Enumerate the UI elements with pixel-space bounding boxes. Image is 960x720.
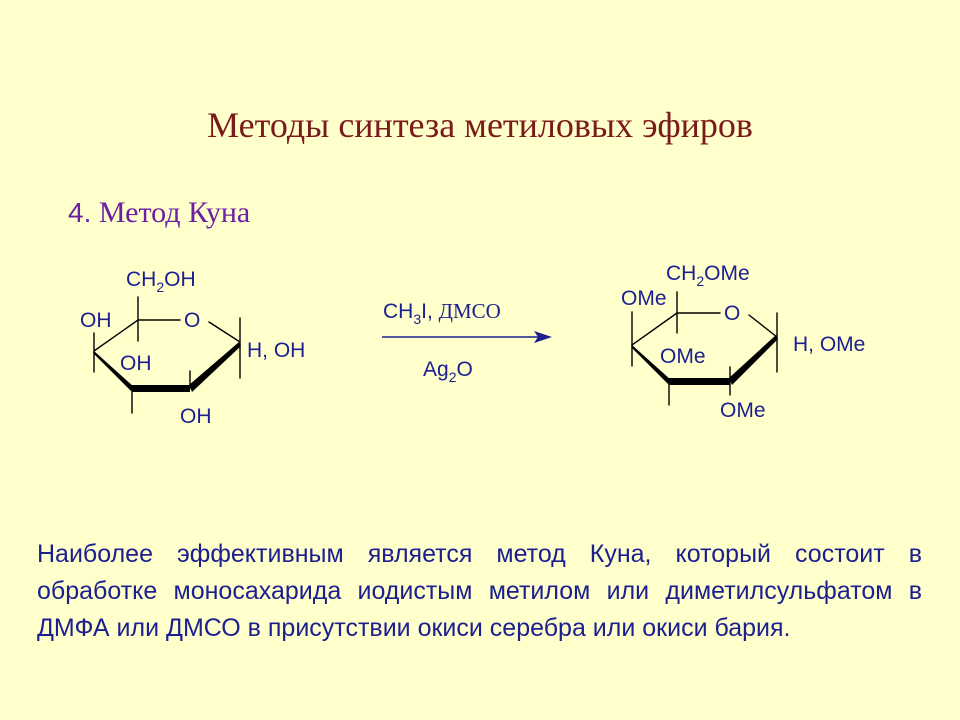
- reaction-arrow: [382, 331, 552, 343]
- reactant-ring-oxygen: O: [184, 309, 200, 332]
- reactant-structure: [93, 296, 241, 414]
- bond-c5-c4: [93, 319, 139, 352]
- method-name: Метод Куна: [98, 196, 251, 229]
- description-paragraph: Наиболее эффективным является метод Куна…: [37, 540, 922, 642]
- reaction-scheme: CH2OH O OH OH OH H, OH CH3I, ДМСО Ag2O C…: [80, 262, 865, 428]
- bond-c2-c1-wedge: [189, 342, 241, 392]
- product-anomeric: H, OMe: [793, 333, 865, 356]
- reactant-anomeric: H, OH: [247, 339, 305, 362]
- product-labels: CH2OMe O OMe OMe OMe H, OMe: [621, 262, 865, 422]
- slide-title: Методы синтеза метиловых эфиров: [207, 105, 753, 145]
- reactant-oh-c2: OH: [180, 405, 212, 428]
- product-structure: [631, 291, 778, 406]
- bond-o-c1: [208, 321, 241, 343]
- reactant-oh-c4: OH: [80, 309, 112, 332]
- bond-c5-c4: [631, 312, 678, 346]
- product-ch2ome-label: CH2OMe: [666, 262, 750, 289]
- bond-c2-c1-wedge: [729, 335, 778, 385]
- method-heading: 4. Метод Куна: [68, 196, 250, 230]
- reagent-bottom: Ag2O: [423, 358, 473, 385]
- bond-o-c1: [748, 314, 778, 338]
- product-ring-oxygen: O: [724, 302, 740, 325]
- reactant-labels: CH2OH O OH OH OH H, OH: [80, 268, 305, 428]
- reactant-ch2oh-label: CH2OH: [126, 268, 196, 295]
- bond-c3-c2-bold: [132, 385, 190, 392]
- reactant-oh-c3: OH: [120, 352, 152, 375]
- bond-c4-c3-wedge: [93, 351, 134, 391]
- bond-c4-c3-wedge: [631, 345, 671, 384]
- bond-c3-c2-bold: [669, 378, 730, 385]
- product-ome-c3: OMe: [660, 345, 706, 368]
- reagent-top: CH3I, ДМСО: [383, 299, 501, 327]
- product-ome-c2: OMe: [720, 399, 766, 422]
- method-number: 4.: [68, 197, 92, 228]
- product-ome-c4: OMe: [621, 287, 667, 310]
